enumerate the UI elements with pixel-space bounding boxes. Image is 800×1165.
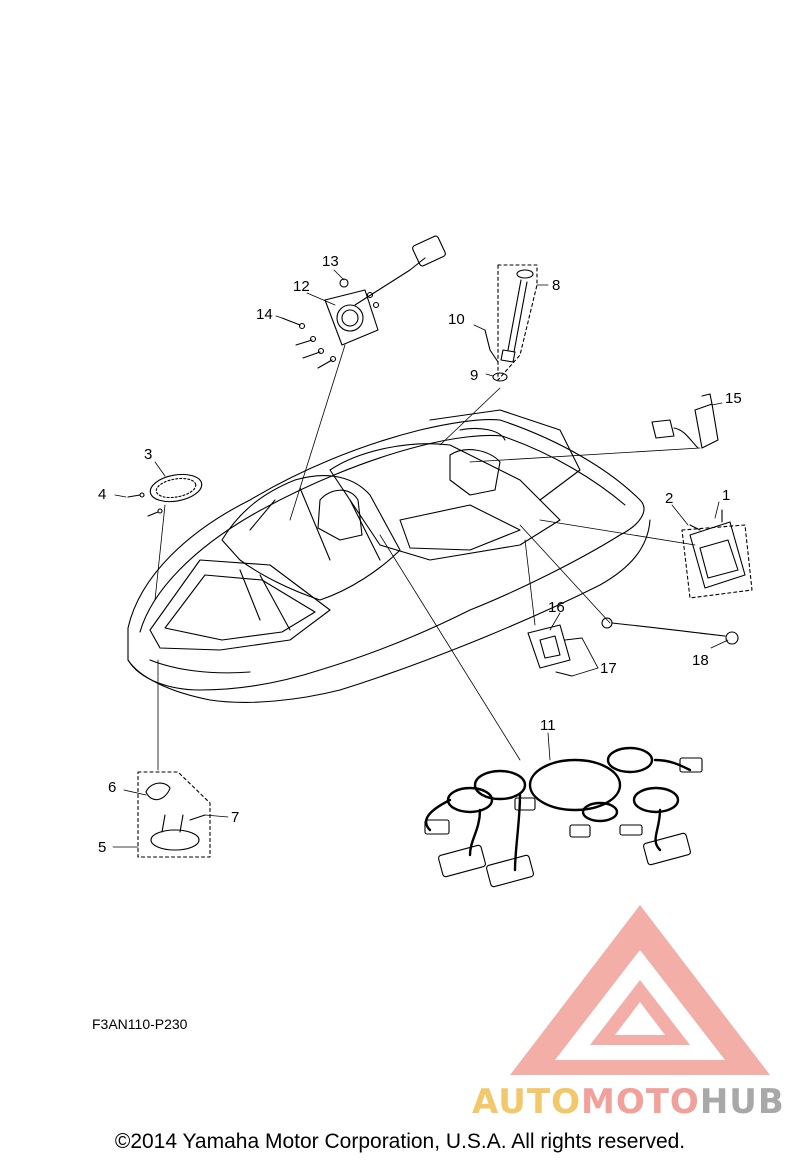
callout-5: 5 [98, 839, 106, 856]
callout-14: 14 [256, 306, 273, 323]
callout-3: 3 [144, 446, 152, 463]
windshield [221, 475, 401, 601]
bow-cockpit [149, 559, 331, 651]
wire-harness [424, 746, 692, 872]
main-cockpit [317, 409, 581, 561]
battery-cable [601, 617, 739, 645]
callout-8: 8 [552, 277, 560, 294]
leader-lines [154, 344, 701, 771]
gauge-assembly [281, 235, 446, 369]
antenna-assembly [484, 264, 538, 382]
callout-12: 12 [293, 278, 310, 295]
callout-6: 6 [108, 779, 116, 796]
callout-10: 10 [448, 311, 465, 328]
callout-13: 13 [322, 253, 339, 270]
callout-11: 11 [540, 717, 556, 734]
callout-15: 15 [725, 390, 742, 407]
callout-17: 17 [600, 660, 617, 677]
callout-9: 9 [470, 367, 478, 384]
diagram-code: F3AN110-P230 [92, 1016, 188, 1032]
watermark-text-hub: HUB [699, 1082, 785, 1122]
relay-assembly [527, 624, 583, 677]
callout-16: 16 [548, 599, 565, 616]
copyright-notice: ©2014 Yamaha Motor Corporation, U.S.A. A… [114, 1130, 686, 1153]
callout-numbers: 1 2 3 4 5 6 7 8 9 10 11 12 13 14 15 16 1… [98, 253, 742, 856]
watermark-text-moto: MOTO [580, 1082, 700, 1122]
control-box [681, 509, 753, 599]
speaker-assembly [127, 473, 203, 517]
light-assembly [137, 771, 211, 858]
callout-2: 2 [665, 490, 673, 507]
sensor-assembly [651, 393, 719, 449]
watermark-text-auto: AUTO [472, 1082, 581, 1122]
watermark-text: AUTOMOTOHUB [472, 1082, 785, 1122]
callout-7: 7 [231, 809, 239, 826]
callout-4: 4 [98, 486, 106, 503]
watermark-logo [510, 905, 770, 1075]
callout-18: 18 [692, 652, 709, 669]
harness-connectors [424, 757, 703, 888]
boat-hull [127, 419, 651, 703]
callout-leaders [112, 269, 729, 848]
callout-1: 1 [722, 487, 730, 504]
